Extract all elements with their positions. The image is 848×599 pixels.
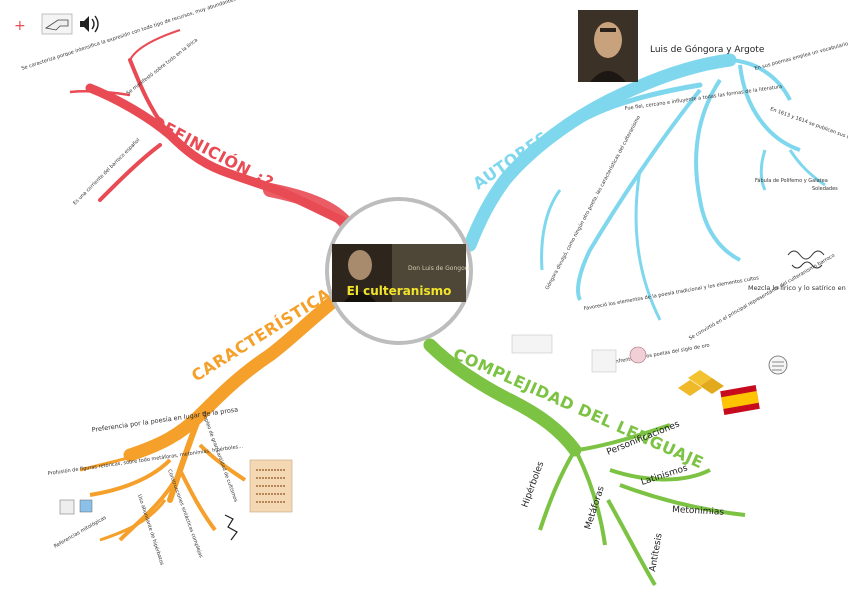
toolbar-icons bbox=[59, 499, 93, 515]
lenguaje-item-hiperboles: Hipérboles bbox=[519, 460, 546, 509]
autores-item-4: Fábula de Polifemo y Galatea bbox=[755, 177, 828, 184]
autores-item-2: En sus poemas emplea un vocabulario rico… bbox=[754, 34, 848, 72]
definicion-item-2: Se manifestó sobre todo en la lírica bbox=[125, 37, 199, 97]
doodle-icon bbox=[787, 250, 825, 269]
sketch-icon bbox=[768, 355, 788, 375]
autores-item-9: Se enfrentó a otros poetas del siglo de … bbox=[604, 342, 710, 367]
caracteristicas-item-3: Empleo de gran cantidad de cultismos bbox=[200, 411, 239, 504]
autores-item-7: Mezcla lo lírico y lo satírico en fábula… bbox=[748, 284, 848, 292]
definicion-item-1: Se caracteriza porque intensifica la exp… bbox=[20, 0, 349, 72]
definicion-label[interactable]: DEFINICIÓN ¿? bbox=[148, 112, 277, 193]
author-name: Luis de Góngora y Argote bbox=[650, 44, 765, 55]
pictures-icon bbox=[511, 334, 647, 373]
text-scribble-icon bbox=[224, 514, 238, 541]
add-icon[interactable]: + bbox=[14, 18, 26, 34]
autores-item-10: Se convirtió en el principal representan… bbox=[688, 252, 837, 342]
lenguaje-item-metonimias: Metonimias bbox=[672, 505, 725, 518]
autores-item-3: En 1613 y 1614 se publican sus obras may… bbox=[769, 106, 848, 152]
speaker-icon[interactable] bbox=[80, 15, 99, 33]
caracteristicas-item-1: Preferencia por la poesía en lugar de la… bbox=[91, 405, 238, 433]
caracteristicas-item-6: Referencias mitológicas bbox=[53, 514, 108, 550]
branch-autores: AUTORES Luis de Góngora y Argote Fue fie… bbox=[463, 10, 848, 415]
lenguaje-item-latinismos: Latinismos bbox=[640, 463, 689, 488]
center-title: El culteranismo bbox=[347, 284, 452, 298]
gold-bars-icon bbox=[678, 370, 724, 396]
autores-item-6: Góngora divulgó, como ningún otro poeta,… bbox=[544, 114, 642, 291]
autores-item-5: Soledades bbox=[812, 186, 838, 192]
autores-label[interactable]: AUTORES bbox=[469, 127, 552, 193]
top-toolbar: + bbox=[14, 13, 99, 35]
manuscript-image bbox=[249, 459, 293, 513]
pointing-hand-icon[interactable] bbox=[41, 13, 73, 35]
center-node[interactable]: Don Luis de Gongora El culteranismo bbox=[325, 197, 473, 345]
spain-flag-icon bbox=[720, 385, 760, 415]
author-portrait bbox=[578, 10, 638, 82]
caracteristicas-label[interactable]: CARACTERÍSTICAS bbox=[188, 278, 344, 385]
autores-item-8: Favoreció los elementos de la poesía tra… bbox=[583, 274, 760, 312]
lenguaje-item-antitesis: Antítesis bbox=[648, 532, 665, 572]
branch-caracteristicas: CARACTERÍSTICAS Preferencia por la poesí… bbox=[47, 278, 344, 566]
center-signature: Don Luis de Gongora bbox=[408, 265, 471, 272]
